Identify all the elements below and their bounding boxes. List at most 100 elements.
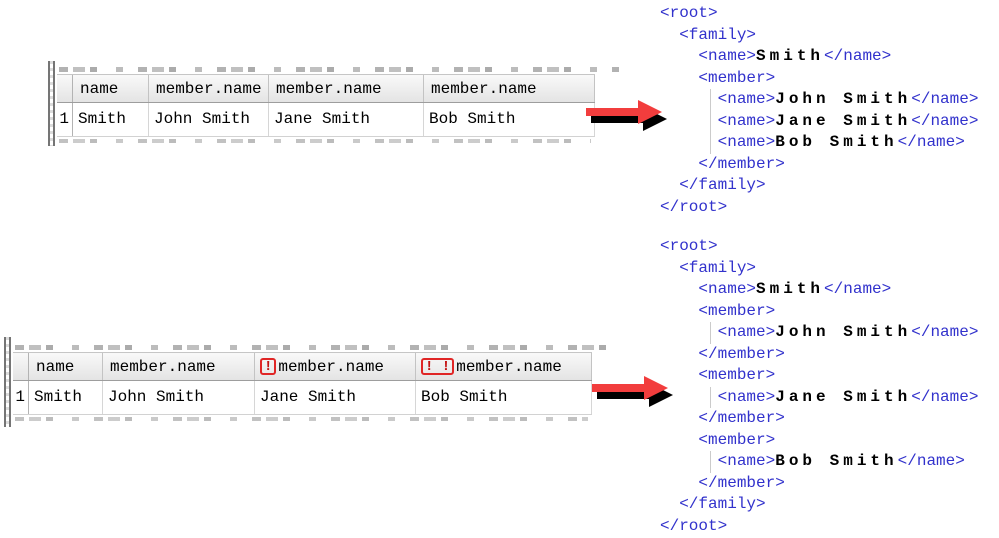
grid-cell[interactable]: Bob Smith	[416, 381, 592, 414]
xml-line: <member>	[660, 301, 978, 323]
xml-line: </family>	[660, 175, 978, 197]
column-header[interactable]: !member.name	[255, 353, 416, 380]
xml-tag: </family>	[679, 495, 766, 513]
xml-tag: </name>	[897, 452, 965, 470]
xml-tag: <member>	[698, 366, 776, 384]
xml-output-split: <root> <family> <name>Smith</name> <memb…	[660, 236, 978, 537]
grid-cell[interactable]: Jane Smith	[269, 103, 424, 136]
xml-tag: </member>	[698, 473, 785, 492]
indent-spaces	[660, 259, 679, 277]
duplicate-warning-icon[interactable]: !	[260, 358, 277, 375]
xml-line: <name>John Smith</name>	[660, 89, 978, 111]
maps-to-arrow-icon	[586, 100, 667, 131]
grid-cell[interactable]: Smith	[29, 381, 103, 414]
column-label: name	[36, 357, 75, 376]
indent-guide	[710, 132, 711, 154]
indent-spaces	[660, 431, 698, 449]
xml-tag: </name>	[824, 280, 892, 298]
xml-value: Bob Smith	[775, 133, 898, 151]
xml-line: </family>	[660, 494, 978, 516]
indent-spaces	[660, 345, 698, 363]
column-header[interactable]: name	[29, 353, 103, 380]
xml-line: </member>	[660, 344, 978, 366]
indent-guide	[710, 89, 711, 111]
grid-cell[interactable]: Smith	[73, 103, 149, 136]
column-header[interactable]: member.name	[424, 75, 595, 102]
xml-tag: <name>	[717, 111, 776, 130]
xml-tag: <member>	[698, 68, 776, 87]
xml-line: <family>	[660, 258, 978, 280]
xml-line: <name>Jane Smith</name>	[660, 110, 979, 132]
xml-tag: <family>	[679, 258, 757, 277]
xml-line: <root>	[660, 236, 978, 258]
column-header[interactable]: member.name	[149, 75, 269, 102]
xml-line: <name>John Smith</name>	[660, 322, 978, 344]
indent-spaces	[660, 69, 698, 87]
grid-cell[interactable]: Bob Smith	[424, 103, 595, 136]
xml-line: <root>	[660, 3, 978, 25]
xml-tag: </member>	[698, 344, 785, 363]
xml-tag: </name>	[911, 90, 979, 108]
xml-value: Jane Smith	[775, 111, 912, 130]
column-header[interactable]: ! !member.name	[416, 353, 592, 380]
column-label: member.name	[431, 79, 537, 98]
grid-left-edge	[48, 61, 55, 146]
xml-tag: <family>	[679, 25, 757, 44]
grid-cell[interactable]: John Smith	[103, 381, 255, 414]
indent-spaces	[660, 452, 718, 470]
duplicate-warning-icon[interactable]: ! !	[421, 358, 455, 375]
clipped-row-above	[57, 61, 619, 74]
xml-line: <name>Smith</name>	[660, 279, 978, 301]
column-label: member.name	[278, 357, 385, 376]
column-header[interactable]: member.name	[269, 75, 424, 102]
column-label: member.name	[156, 79, 262, 98]
xml-tag: </name>	[824, 47, 892, 65]
xml-line: </member>	[660, 473, 978, 495]
xml-tag: </name>	[911, 323, 979, 341]
xml-tag: </root>	[660, 197, 728, 216]
indent-spaces	[660, 26, 679, 44]
xml-line: <name>Bob Smith</name>	[660, 451, 978, 473]
xml-line: <name>Bob Smith</name>	[660, 132, 978, 154]
xml-tag: <name>	[698, 47, 757, 65]
xml-line: <member>	[660, 430, 978, 452]
xml-tag: <name>	[717, 452, 776, 470]
top-grid-header-row: name member.name member.name member.name	[57, 74, 595, 103]
xml-tag: <member>	[698, 301, 776, 320]
xml-value: John Smith	[775, 90, 912, 108]
xml-line: <name>Smith</name>	[660, 46, 978, 68]
xml-tag: <name>	[698, 280, 757, 298]
clipped-row-below	[57, 137, 595, 146]
xml-line: <member>	[660, 68, 978, 90]
indent-guide	[710, 451, 711, 473]
xml-line: <name>Jane Smith</name>	[660, 386, 979, 408]
xml-line: </root>	[660, 516, 978, 538]
indent-guide	[710, 322, 711, 344]
xml-line: </member>	[660, 408, 978, 430]
xml-line: <family>	[660, 25, 978, 47]
xml-tag: <name>	[717, 387, 776, 406]
xml-tag: </member>	[698, 409, 785, 427]
indent-spaces	[660, 280, 698, 298]
indent-spaces	[660, 366, 698, 384]
xml-tag: </name>	[911, 111, 979, 130]
row-number: 1	[13, 381, 29, 414]
xml-tag: </root>	[660, 516, 728, 535]
column-header[interactable]: member.name	[103, 353, 255, 380]
grid-cell[interactable]: John Smith	[149, 103, 269, 136]
indent-spaces	[660, 133, 718, 151]
xml-tag: <root>	[660, 237, 718, 255]
xml-tag: </name>	[911, 387, 979, 406]
column-header[interactable]: name	[73, 75, 149, 102]
corner-cell	[57, 75, 73, 102]
grid-cell[interactable]: Jane Smith	[255, 381, 416, 414]
column-label: member.name	[276, 79, 382, 98]
xml-tag: <name>	[717, 133, 776, 151]
xml-value: Smith	[756, 280, 825, 298]
